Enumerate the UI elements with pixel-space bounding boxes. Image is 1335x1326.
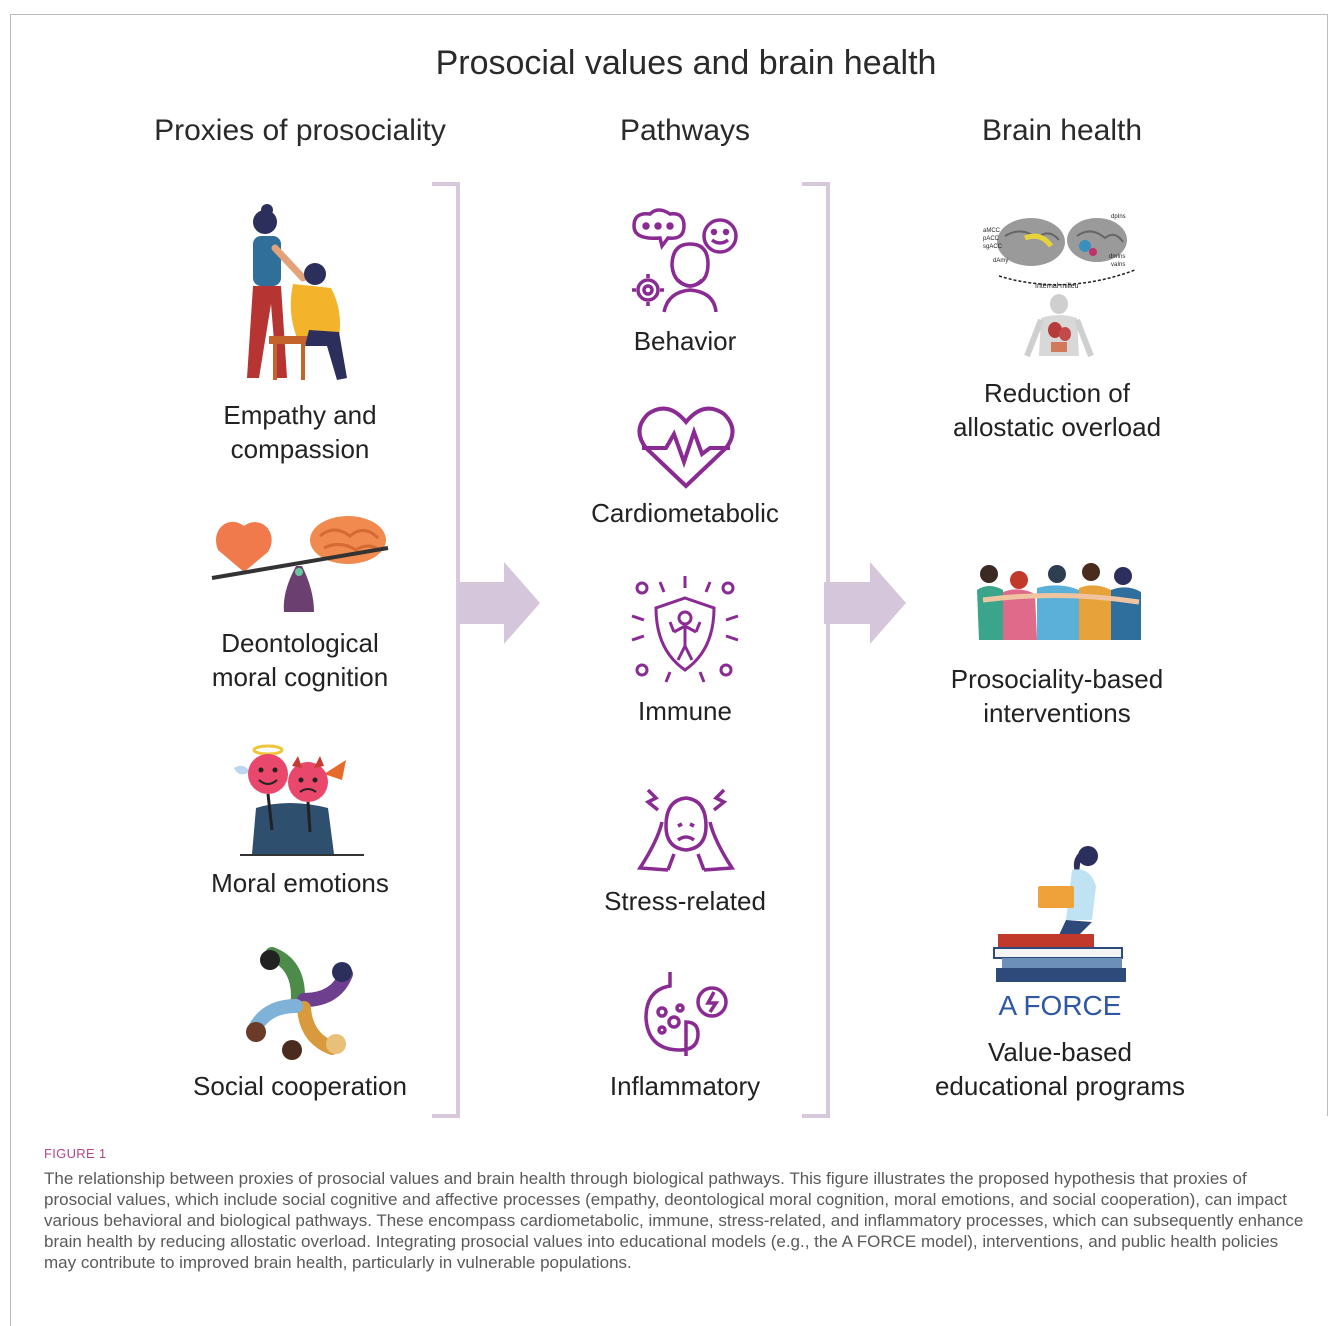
figure-title: Prosocial values and brain health (435, 44, 937, 82)
a-force-badge: A FORCE (998, 990, 1122, 1021)
label-dpins: dpIns (1111, 214, 1126, 220)
label-damy: dAmy (993, 258, 1008, 264)
label-internal-milieu: Internal milieu (1035, 283, 1079, 290)
comforting-person-icon (247, 204, 347, 380)
inflamed-stomach-icon (644, 972, 728, 1056)
label-cardiometabolic: Cardiometabolic (591, 498, 779, 528)
bracket-left (432, 182, 460, 1118)
label-deontological-line1: Deontological (221, 628, 379, 658)
label-value-based-line2: educational programs (934, 1071, 1186, 1101)
brain-body-diagram-icon: aMCC pACC sgACC dAmy dpIns dmIns vaIns I… (983, 214, 1136, 358)
label-dmins: dmIns (1109, 254, 1125, 260)
label-empathy-line1: Empathy and (223, 400, 377, 430)
label-prosociality-line2: interventions (983, 698, 1131, 728)
label-vains: vaIns (1111, 262, 1125, 268)
column-heading-pathways: Pathways (619, 114, 751, 147)
reading-on-books-icon (993, 846, 1126, 982)
people-circle-icon (246, 947, 353, 1060)
label-inflammatory: Inflammatory (609, 1071, 761, 1101)
column-heading-proxies: Proxies of prosociality (154, 114, 446, 147)
label-behavior: Behavior (633, 326, 737, 356)
label-value-based-line1: Value-based (987, 1037, 1133, 1067)
heart-brain-seesaw-icon (211, 516, 389, 612)
label-empathy-line2: compassion (230, 434, 370, 464)
bracket-right (802, 182, 830, 1118)
figure-frame-right (1327, 14, 1328, 1116)
label-prosociality-line1: Prosociality-based (950, 664, 1164, 694)
figure-frame-left (10, 14, 11, 1326)
immune-shield-icon (631, 576, 739, 683)
heartbeat-icon (637, 406, 735, 489)
label-social-cooperation: Social cooperation (193, 1071, 407, 1101)
group-hug-icon (977, 563, 1141, 640)
figure-frame-top (10, 14, 1328, 15)
behavior-head-gears-icon (632, 208, 738, 313)
figure-label: FIGURE 1 (44, 1146, 107, 1161)
arrow-pathways-to-brain-health (824, 562, 906, 644)
label-pacc: pACC (983, 236, 1000, 242)
column-heading-brain-health: Brain health (981, 114, 1143, 147)
label-allostatic-line2: allostatic overload (952, 412, 1162, 442)
arrow-proxies-to-pathways (458, 562, 540, 644)
label-moral-emotions: Moral emotions (211, 868, 389, 898)
figure-caption: The relationship between proxies of pros… (44, 1169, 1304, 1272)
label-amcc: aMCC (983, 228, 1001, 234)
label-sgacc: sgACC (983, 244, 1003, 250)
stressed-person-icon (636, 788, 736, 872)
angel-devil-masks-icon (234, 744, 364, 856)
label-allostatic-line1: Reduction of (984, 378, 1130, 408)
label-stress-related: Stress-related (604, 886, 766, 916)
label-immune: Immune (638, 696, 732, 726)
label-deontological-line2: moral cognition (211, 662, 389, 692)
